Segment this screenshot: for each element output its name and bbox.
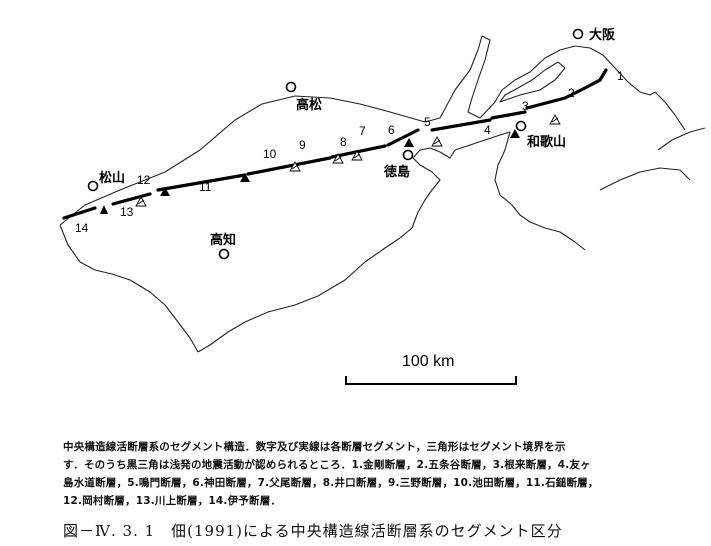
segment-number: 4 [484, 123, 491, 137]
city-label-kochi: 高知 [210, 232, 236, 248]
city-marker-takamatsu [285, 81, 297, 93]
boundary-triangles [100, 114, 561, 214]
city-label-tokushima: 徳島 [383, 164, 410, 180]
black-triangle [510, 129, 520, 138]
segment-number: 13 [120, 205, 134, 219]
city-label-takamatsu: 高松 [296, 97, 322, 113]
hatched-triangle [431, 136, 443, 147]
segment-number: 3 [522, 99, 529, 113]
segment-numbers: 1 2 3 4 5 6 7 8 9 10 11 12 13 14 [75, 69, 624, 235]
segment-number: 2 [568, 86, 575, 100]
hatched-triangle [549, 114, 561, 125]
city-marker-wakayama [515, 120, 527, 132]
black-triangle [100, 205, 108, 214]
scale-bar-label: 100 km [402, 353, 454, 370]
caption-line: す．そのうち黒三角は浅発の地震活動が認められるところ．1.金剛断層，2.五条谷断… [63, 459, 591, 471]
city-marker-kochi [218, 248, 230, 260]
segment-number: 14 [75, 221, 89, 235]
segment-number: 10 [263, 147, 277, 161]
city-marker-matsuyama [87, 180, 99, 192]
segment-number: 12 [137, 173, 151, 187]
fault-lines [62, 68, 608, 220]
caption-line: 12.岡村断層，13.川上断層，14.伊予断層． [63, 495, 282, 507]
city-label-matsuyama: 松山 [99, 170, 125, 186]
segment-number: 11 [199, 180, 212, 194]
caption-line: 島水道断層，5.鳴門断層，6.神田断層，7.父尾断層，8.井口断層，9.三野断層… [63, 477, 599, 489]
cities: 大阪 高松 和歌山 徳島 松山 高知 [87, 27, 616, 260]
figure-caption: 中央構造線活断層系のセグメント構造．数字及び実線は各断層セグメント，三角形はセグ… [63, 438, 683, 510]
city-label-wakayama: 和歌山 [527, 134, 566, 150]
black-triangle [404, 138, 414, 147]
city-label-osaka: 大阪 [589, 27, 616, 43]
figure-title: 図－Ⅳ. 3. 1 佃(1991)による中央構造線活断層系のセグメント区分 [63, 522, 563, 540]
segment-number: 6 [388, 123, 395, 137]
city-marker-osaka [572, 28, 584, 40]
coastline [59, 35, 706, 353]
black-triangle [160, 187, 170, 196]
segment-number: 1 [617, 69, 624, 83]
caption-line: 中央構造線活断層系のセグメント構造．数字及び実線は各断層セグメント，三角形はセグ… [63, 441, 566, 453]
segment-number: 9 [299, 138, 306, 152]
black-triangle [240, 173, 250, 182]
segment-number: 5 [424, 115, 431, 129]
city-marker-tokushima [402, 149, 414, 161]
segment-number: 8 [340, 135, 347, 149]
segment-number: 7 [359, 124, 366, 138]
fault-segment-map: 大阪 高松 和歌山 徳島 松山 高知 1 2 3 4 5 6 7 8 9 10 … [59, 27, 706, 385]
scale-bar: 100 km [345, 353, 517, 385]
